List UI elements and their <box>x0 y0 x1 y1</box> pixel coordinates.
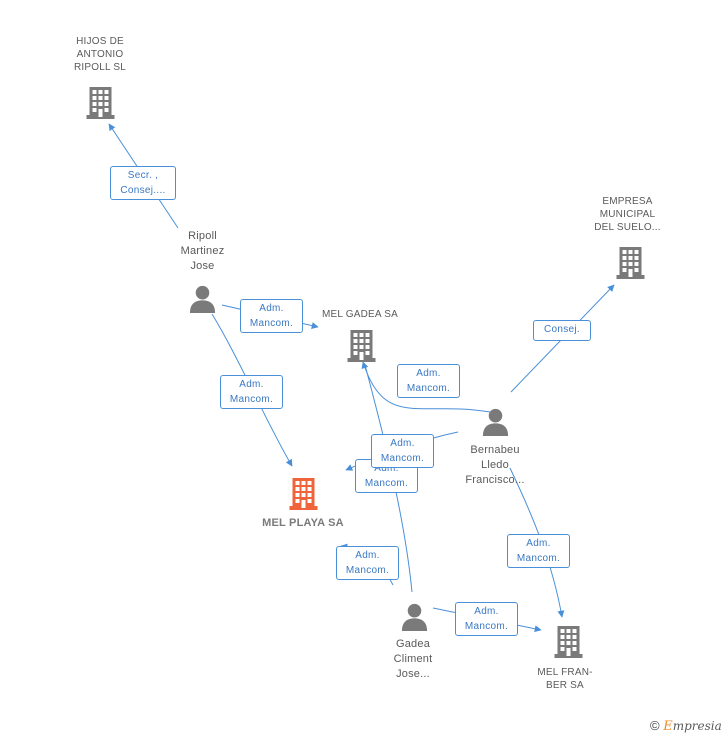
edge-label-adm-mancom[interactable]: Adm. Mancom. <box>240 299 303 333</box>
person-icon <box>401 603 428 631</box>
copyright-symbol: © <box>650 718 660 733</box>
edge-label-adm-mancom[interactable]: Adm. Mancom. <box>397 364 460 398</box>
edge-label-adm-mancom[interactable]: Adm. Mancom. <box>455 602 518 636</box>
edge-label-adm-mancom[interactable]: Adm. Mancom. <box>507 534 570 568</box>
node-empresa-label[interactable]: EMPRESA MUNICIPAL DEL SUELO... <box>594 196 661 233</box>
building-icon-main <box>289 478 318 510</box>
person-icon <box>482 408 509 436</box>
node-melfranber-label[interactable]: MEL FRAN- BER SA <box>537 667 593 691</box>
brand-logo-initial: E <box>663 719 673 734</box>
node-melplaya-label[interactable]: MEL PLAYA SA <box>262 517 344 529</box>
edge-label-adm-mancom[interactable]: Adm. Mancom. <box>336 546 399 580</box>
edge-label-consej[interactable]: Consej. <box>533 320 591 341</box>
node-hijos-label[interactable]: HIJOS DE ANTONIO RIPOLL SL <box>73 36 126 73</box>
brand-logo-rest: mpresia <box>672 719 722 733</box>
node-melgadea-label[interactable]: MEL GADEA SA <box>322 309 398 320</box>
building-icon <box>86 87 115 119</box>
building-icon <box>554 626 583 658</box>
node-ripoll-label[interactable]: Ripoll Martinez Jose <box>180 230 225 272</box>
edge-label-adm-mancom[interactable]: Adm. Mancom. <box>371 434 434 468</box>
edge-label-adm-mancom[interactable]: Adm. Mancom. <box>220 375 283 409</box>
person-icon <box>189 285 216 313</box>
footer-brand: © Empresia <box>650 718 722 734</box>
building-icon <box>347 330 376 362</box>
edge-label-secr-consej[interactable]: Secr. , Consej.... <box>110 166 176 200</box>
node-gadea-label[interactable]: Gadea Climent Jose... <box>393 638 433 680</box>
edge-bernabeu-melgadea <box>361 361 491 413</box>
building-icon <box>616 247 645 279</box>
node-bernabeu-label[interactable]: Bernabeu Lledo Francisco... <box>465 444 525 486</box>
